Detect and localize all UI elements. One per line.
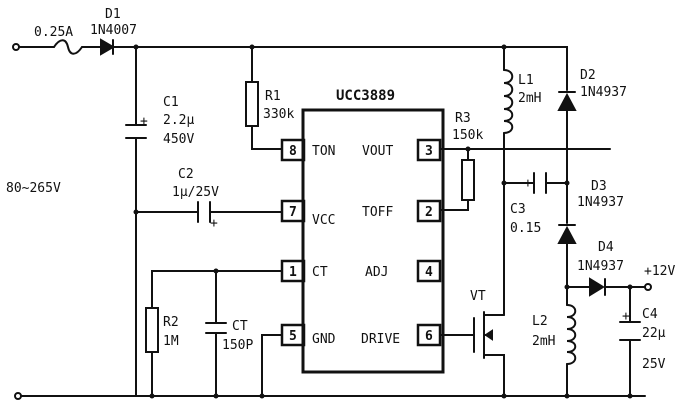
- diode-d1-symbol: [100, 38, 115, 56]
- ic-pin-4-num: 4: [425, 265, 433, 280]
- capacitor-c3-symbol: [533, 172, 547, 194]
- ic-pin-3-label: VOUT: [362, 144, 393, 159]
- d1-ref: D1: [105, 7, 121, 22]
- r1-value: 330k: [263, 107, 294, 122]
- l1-ref: L1: [518, 73, 534, 88]
- r3-ref: R3: [455, 111, 471, 126]
- ct-ref: CT: [232, 319, 248, 334]
- ground-terminal: [14, 392, 22, 400]
- resistor-r1-symbol: [245, 81, 259, 127]
- mosfet-vt-symbol: [473, 311, 493, 359]
- ic-pin-7-label: VCC: [312, 213, 335, 228]
- c2-polarity: +: [210, 216, 218, 231]
- l1-value: 2mH: [518, 91, 541, 106]
- c3-value: 0.15: [510, 221, 541, 236]
- r3-value: 150k: [452, 128, 483, 143]
- l2-ref: L2: [532, 314, 548, 329]
- d3-part: 1N4937: [577, 195, 624, 210]
- ic-pin-1-num: 1: [289, 265, 297, 280]
- capacitor-c1-symbol: [125, 124, 147, 139]
- c2-ref: C2: [178, 167, 194, 182]
- c1-voltage: 450V: [163, 132, 194, 147]
- ic-pin-1-label: CT: [312, 265, 328, 280]
- ct-value: 150P: [222, 338, 253, 353]
- d2-part: 1N4937: [580, 85, 627, 100]
- ic-pin-boxes: [280, 138, 442, 347]
- c4-polarity: +: [622, 309, 630, 324]
- resistor-r3-symbol: [461, 159, 475, 201]
- ic-pin-5-num: 5: [289, 329, 297, 344]
- capacitor-c2-symbol: [197, 201, 211, 223]
- ic-pin-3-num: 3: [425, 144, 433, 159]
- vt-ref: VT: [470, 289, 486, 304]
- c1-polarity: +: [140, 114, 148, 129]
- inductor-l2-symbol: [566, 304, 577, 365]
- d2-ref: D2: [580, 68, 596, 83]
- c3-polarity: +: [524, 176, 532, 191]
- ic-pin-6-label: DRIVE: [361, 332, 400, 347]
- ic-pin-4-label: ADJ: [365, 265, 388, 280]
- ic-pin-6-num: 6: [425, 329, 433, 344]
- d1-part: 1N4007: [90, 23, 137, 38]
- fuse-value: 0.25A: [34, 25, 73, 40]
- diode-d2-symbol: [557, 91, 577, 111]
- diode-d4-symbol: [589, 277, 606, 297]
- input-voltage-label: 80~265V: [6, 181, 61, 196]
- d3-ref: D3: [591, 179, 607, 194]
- input-terminal: [12, 43, 20, 51]
- d4-ref: D4: [598, 240, 614, 255]
- c4-ref: C4: [642, 307, 658, 322]
- diode-d3-symbol: [557, 224, 577, 244]
- c2-value: 1μ/25V: [172, 185, 219, 200]
- c1-ref: C1: [163, 95, 179, 110]
- labels: 80~265V 0.25A D1 1N4007 C1 2.2μ 450V + C…: [6, 7, 675, 372]
- wires: [17, 46, 646, 397]
- r2-ref: R2: [163, 315, 179, 330]
- fuse-symbol: [53, 39, 83, 55]
- ic-name: UCC3889: [336, 88, 395, 104]
- ic-pin-8-label: TON: [312, 144, 335, 159]
- r2-value: 1M: [163, 334, 179, 349]
- output-voltage-label: +12V: [644, 264, 675, 279]
- c4-voltage: 25V: [642, 357, 666, 372]
- ic-pin-2-num: 2: [425, 205, 433, 220]
- ic-pin-2-label: TOFF: [362, 205, 393, 220]
- c4-value: 22μ: [642, 326, 666, 341]
- output-terminal: [644, 283, 652, 291]
- ic-pin-8-num: 8: [289, 144, 297, 159]
- capacitor-c4-symbol: [619, 321, 641, 341]
- d4-part: 1N4937: [577, 259, 624, 274]
- c1-value: 2.2μ: [163, 113, 194, 128]
- capacitor-ct-symbol: [205, 322, 227, 334]
- inductor-l1-symbol: [503, 69, 514, 134]
- ic-pin-5-label: GND: [312, 332, 336, 347]
- l2-value: 2mH: [532, 334, 555, 349]
- junction-dots: [133, 44, 633, 399]
- ic-body: [301, 108, 445, 374]
- ic-pin-7-num: 7: [289, 205, 297, 220]
- resistor-r2-symbol: [145, 307, 159, 353]
- r1-ref: R1: [265, 89, 281, 104]
- c3-ref: C3: [510, 202, 526, 217]
